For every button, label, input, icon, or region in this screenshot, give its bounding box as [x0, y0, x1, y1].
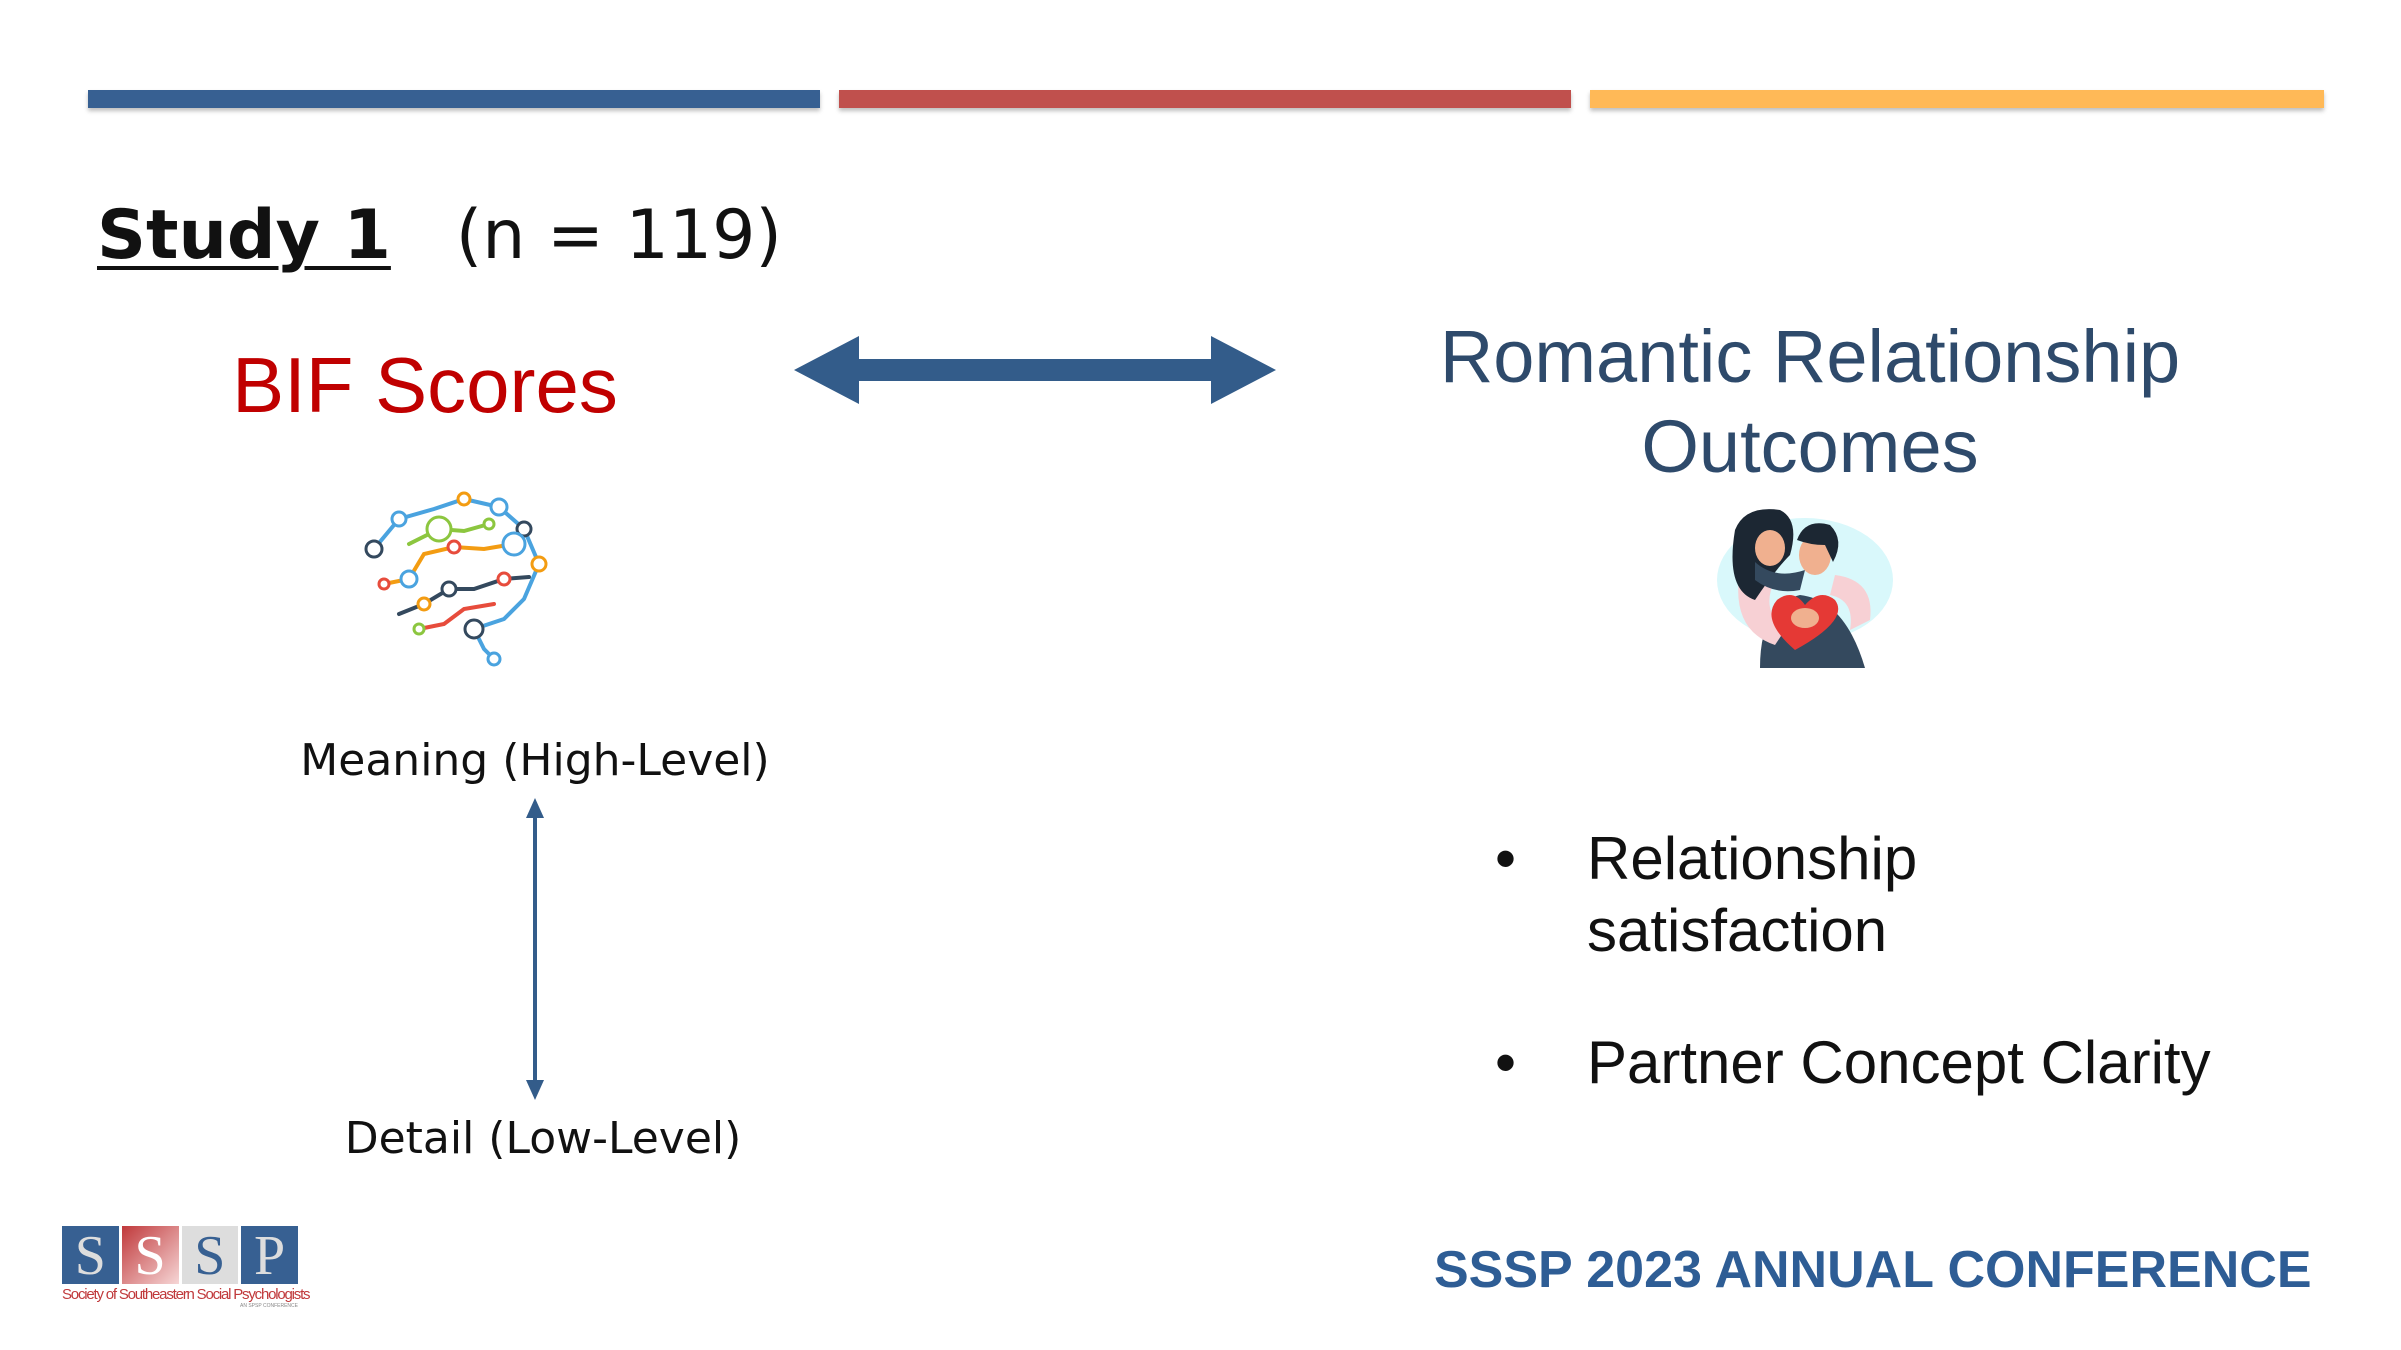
- study-label: Study 1: [97, 196, 391, 275]
- logo-letter: S: [121, 1226, 179, 1286]
- sssp-logo: S S S P Society of Southeastern Social P…: [62, 1226, 311, 1309]
- sample-size: (n = 119): [455, 196, 782, 275]
- bullet-item: Partner Concept Clarity: [1587, 1029, 2211, 1096]
- scale-top-label: Meaning (High-Level): [300, 735, 770, 786]
- bullet-text: satisfaction: [1587, 897, 1888, 964]
- double-arrow-vertical: [526, 798, 544, 1100]
- accent-bar-blue: [88, 90, 820, 108]
- brain-network-icon: [364, 491, 548, 667]
- logo-letter: S: [181, 1226, 239, 1286]
- right-heading-line1: Romantic Relationship: [1439, 315, 2181, 398]
- logo-letter: S: [62, 1226, 119, 1286]
- right-heading-line2: Outcomes: [1641, 405, 1979, 488]
- bullet-marker: •: [1495, 1029, 1517, 1096]
- accent-bar-gold: [1590, 90, 2324, 108]
- logo-tagline: AN SPSP CONFERENCE: [240, 1303, 298, 1309]
- double-arrow-horizontal: [794, 336, 1276, 404]
- logo-org-name: Society of Southeastern Social Psycholog…: [62, 1286, 311, 1303]
- accent-bar-red: [839, 90, 1571, 108]
- couple-hugging-illustration: [1717, 509, 1893, 668]
- slide-title: Study 1 (n = 119): [97, 196, 782, 275]
- left-heading: BIF Scores: [232, 341, 618, 429]
- bullet-marker: •: [1495, 825, 1517, 892]
- scale-bottom-label: Detail (Low-Level): [344, 1113, 742, 1164]
- logo-letter: P: [241, 1226, 298, 1286]
- conference-footer: SSSP 2023 ANNUAL CONFERENCE: [1434, 1241, 2312, 1299]
- bullet-text: Relationship: [1587, 825, 1918, 892]
